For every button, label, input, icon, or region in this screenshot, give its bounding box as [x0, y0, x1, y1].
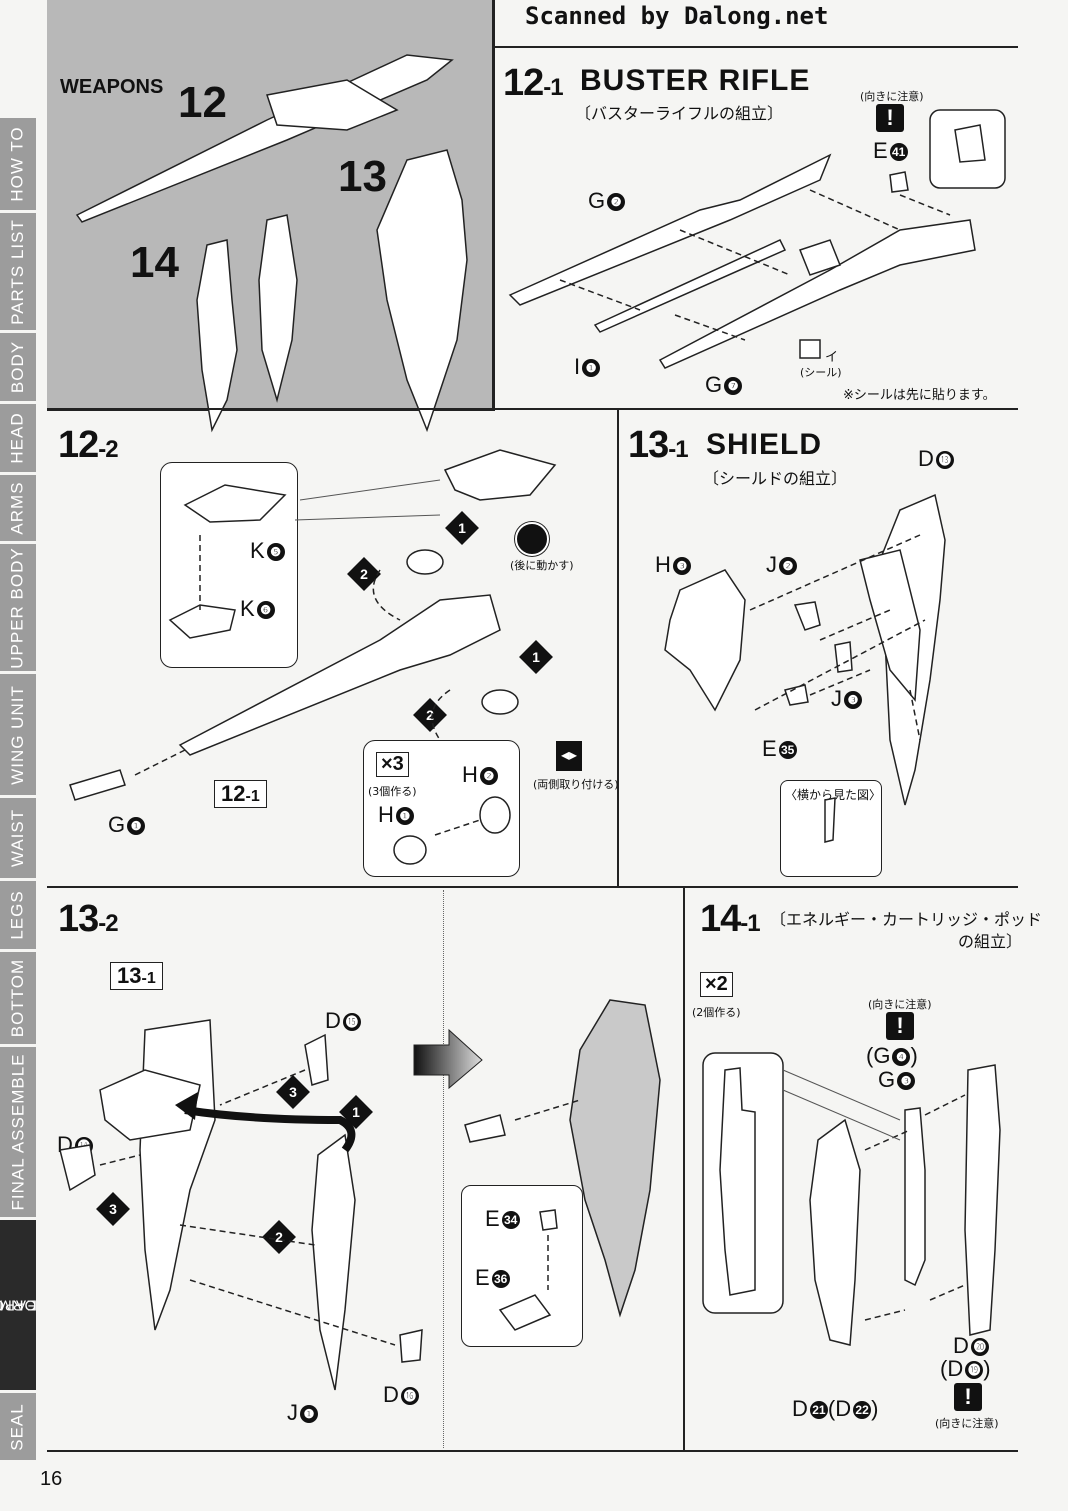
tab-bottom[interactable]: BOTTOM: [0, 952, 36, 1044]
step-13-1-title: SHIELD: [706, 428, 823, 461]
step-ref-13-1: 13-1: [110, 962, 163, 990]
multiplier-caption: (2個作る): [692, 1006, 741, 1019]
seal-note: ※シールは先に貼ります。: [843, 388, 996, 403]
rifle-assembly-diagram: [69, 449, 557, 865]
overview-num-12: 12: [178, 78, 227, 127]
step-13-2-number: 13-2: [58, 898, 119, 940]
both-sides-caption: (両側取り付ける): [533, 778, 619, 791]
tab-final-assemble[interactable]: FINAL ASSEMBLE: [0, 1047, 36, 1217]
multiplier-badge: ×2: [700, 972, 733, 997]
tab-head[interactable]: HEAD: [0, 404, 36, 472]
divider: [494, 46, 1018, 48]
divider: [47, 886, 1018, 888]
tab-waist[interactable]: WAIST: [0, 798, 36, 878]
divider: [683, 886, 685, 1450]
tab-weapons-transformation[interactable]: WEAPONSTRANSFORMATION: [0, 1220, 36, 1390]
step-14-1-number: 14-1: [700, 898, 761, 940]
overview-weapons-illustration: [75, 54, 468, 433]
page-number: 16: [40, 1468, 63, 1490]
overview-num-14: 14: [130, 238, 179, 287]
seal-caption: (シール): [800, 366, 842, 379]
shield-assembly-diagram: [664, 493, 946, 843]
step-13-1-number: 13-1: [628, 424, 689, 466]
tab-seal[interactable]: SEAL: [0, 1393, 36, 1460]
side-view-caption: 〈横から見た図〉: [785, 788, 882, 802]
step-13-1-subtitle: 〔シールドの組立〕: [703, 469, 848, 488]
multiplier-caption: (3個作る): [368, 785, 417, 798]
tab-how-to[interactable]: HOW TO: [0, 118, 36, 210]
next-arrow-icon: [413, 1028, 483, 1090]
side-view-box: [780, 780, 882, 877]
overview-label: WEAPONS: [60, 76, 164, 98]
scan-credit: Scanned by Dalong.net: [525, 2, 829, 30]
move-back-icon: [515, 522, 549, 556]
both-sides-icon: ◂▸: [556, 741, 582, 771]
overview-num-13: 13: [338, 152, 387, 201]
shield-complete-diagram: [464, 999, 661, 1331]
multiplier-badge: ×3: [376, 752, 409, 777]
move-back-caption: (後に動かす): [510, 559, 574, 572]
step-12-1-subtitle: 〔バスターライフルの組立〕: [575, 104, 784, 123]
detail-box: [461, 1185, 583, 1347]
step-12-2-number: 12-2: [58, 424, 119, 466]
caution-icon: !: [954, 1383, 982, 1411]
seal-label: イ: [825, 350, 839, 365]
caution-icon: !: [886, 1012, 914, 1040]
caution-text: (向きに注意): [868, 998, 932, 1011]
step-ref-12-1: 12-1: [214, 780, 267, 808]
divider: [617, 408, 619, 886]
caution-text: (向きに注意): [860, 90, 924, 103]
tab-arms[interactable]: ARMS: [0, 475, 36, 541]
divider: [47, 1450, 1018, 1452]
caution-text: (向きに注意): [935, 1417, 999, 1430]
caution-icon: !: [876, 104, 904, 132]
tab-upper-body[interactable]: UPPER BODY: [0, 544, 36, 671]
step-12-1-title: BUSTER RIFLE: [580, 64, 811, 97]
buster-rifle-diagram: [508, 109, 1006, 369]
shield-wing-diagram: [59, 1019, 423, 1391]
section-sidebar: HOW TO PARTS LIST BODY HEAD ARMS UPPER B…: [0, 118, 36, 1460]
step-14-1-subtitle: の組立〕: [958, 932, 1023, 951]
tab-parts-list[interactable]: PARTS LIST: [0, 213, 36, 330]
tab-legs[interactable]: LEGS: [0, 881, 36, 949]
step-12-1-number: 12-1: [503, 62, 564, 104]
tab-body[interactable]: BODY: [0, 333, 36, 401]
tab-wing-unit[interactable]: WING UNIT: [0, 674, 36, 795]
step-14-1-subtitle: 〔エネルギー・カートリッジ・ポッド: [770, 910, 1043, 929]
divider: [443, 890, 444, 1448]
divider: [47, 408, 1018, 410]
cartridge-pod-diagram: [702, 1052, 1001, 1346]
